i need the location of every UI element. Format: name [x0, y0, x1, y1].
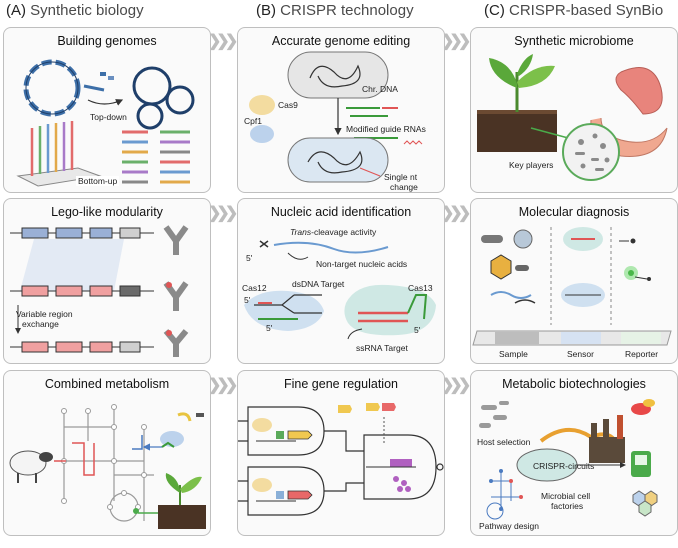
chevron-right-icon: ❯❯❯ [208, 205, 238, 222]
five-prime-label: 5' [266, 323, 273, 333]
lego-modularity-illustration [10, 225, 189, 357]
cpf1-label: Cpf1 [244, 116, 262, 126]
panel-nucleic-acid: Nucleic acid identification Trans-cleava… [237, 198, 445, 364]
key-players-label: Key players [509, 160, 554, 170]
chevron-right-icon: ❯❯❯ [208, 377, 238, 394]
five-prime-label: 5' [414, 325, 421, 335]
cas9-label: Cas9 [278, 100, 298, 110]
panel-combined-metabolism: Combined metabolism [3, 370, 211, 536]
non-target-label: Non-target nucleic acids [316, 259, 408, 269]
microbial-cell-label: Microbial cell [541, 491, 591, 501]
panel-title: Accurate genome editing [271, 34, 411, 48]
sample-label: Sample [499, 349, 528, 359]
panel-title: Building genomes [57, 34, 157, 48]
panel-metabolic-biotech: Metabolic biotechnologies Host selection… [470, 370, 678, 536]
panel-building-genomes: Building genomes Top-down Bottom-up [3, 27, 211, 193]
chevron-right-icon: ❯❯❯ [208, 33, 238, 50]
nucleic-acid-illustration [244, 240, 436, 340]
ssrna-target-label: ssRNA Target [356, 343, 408, 353]
change-label: change [390, 182, 418, 192]
panel-title: Nucleic acid identification [270, 205, 412, 219]
five-prime-label: 5' [244, 295, 251, 305]
column-header-b: (B) CRISPR technology [256, 2, 414, 19]
five-prime-label: 5' [246, 253, 253, 263]
column-header-c: (C) CRISPR-based SynBio [484, 2, 664, 19]
single-nt-label: Single nt [384, 172, 418, 182]
host-selection-label: Host selection [477, 437, 531, 447]
cas13-label: Cas13 [408, 283, 433, 293]
combined-metabolism-illustration [9, 404, 206, 529]
panel-title: Metabolic biotechnologies [502, 377, 646, 391]
trans-cleavage-label: Trans-cleavage activity [290, 227, 377, 237]
variable-region-label: Variable region [16, 309, 73, 319]
panel-title: Synthetic microbiome [514, 34, 634, 48]
guide-rnas-label: Modified guide RNAs [346, 124, 426, 134]
chr-dna-label: Chr. DNA [362, 84, 398, 94]
top-down-label: Top-down [90, 112, 127, 122]
panel-title: Molecular diagnosis [518, 205, 630, 219]
panel-synthetic-microbiome: Synthetic microbiome Key players [470, 27, 678, 193]
building-genomes-illustration [16, 59, 195, 187]
dsdna-target-label: dsDNA Target [292, 279, 345, 289]
bottom-up-label: Bottom-up [76, 176, 120, 186]
crispr-circuits-label: CRISPR-circuits [533, 461, 595, 471]
chevron-right-icon: ❯❯❯ [441, 33, 471, 50]
panel-title: Fine gene regulation [284, 377, 398, 391]
chevron-right-icon: ❯❯❯ [441, 205, 471, 222]
metabolic-biotech-illustration [479, 399, 658, 520]
molecular-diagnosis-illustration [472, 227, 672, 346]
exchange-label: exchange [22, 319, 59, 329]
gene-regulation-illustration [238, 403, 444, 516]
synthetic-microbiome-illustration [477, 54, 668, 181]
panel-gene-regulation: Fine gene regulation [237, 370, 445, 536]
pathway-design-label: Pathway design [479, 521, 540, 531]
sensor-label: Sensor [567, 349, 594, 359]
cas12-label: Cas12 [242, 283, 267, 293]
panel-lego-modularity: Lego-like modularity Variable region exc… [3, 198, 211, 364]
factories-label: factories [551, 501, 584, 511]
chevron-right-icon: ❯❯❯ [441, 377, 471, 394]
reporter-label: Reporter [625, 349, 659, 359]
genome-editing-illustration [249, 51, 423, 183]
panel-title: Combined metabolism [44, 377, 170, 391]
panel-genome-editing: Accurate genome editing Chr. DNA Cas9 Cp… [237, 27, 445, 193]
panel-molecular-diagnosis: Molecular diagnosis Sample Sensor Report… [470, 198, 678, 364]
panel-title: Lego-like modularity [51, 205, 163, 219]
column-header-a: (A) Synthetic biology [6, 2, 144, 19]
